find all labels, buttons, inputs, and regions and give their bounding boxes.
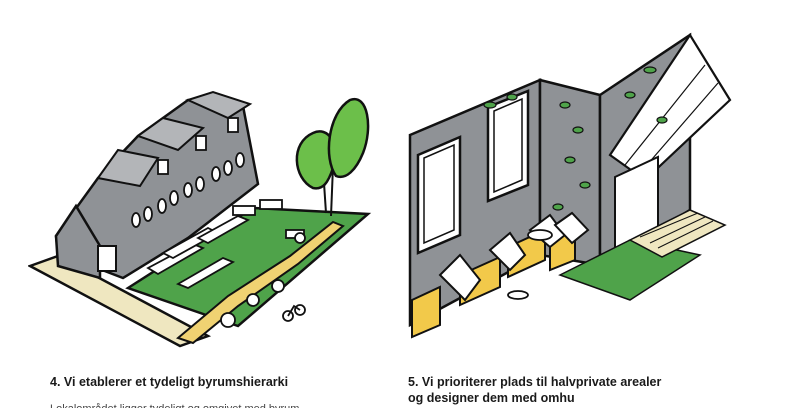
tree-crown-2 [327, 97, 370, 179]
body-text-partial: Lokalområdet ligger tydeligt og omgivet … [50, 403, 300, 415]
yellow-path [175, 220, 345, 345]
roof-2 [135, 116, 206, 152]
caption-right: 5. Vi prioriterer plads til halvprivate … [408, 374, 661, 406]
caption-left: 4. Vi etablerer et tydeligt byrumshierar… [50, 375, 289, 389]
window-left [416, 135, 462, 255]
seating [232, 199, 305, 239]
roof-3 [185, 90, 253, 120]
bicycle-icon [282, 304, 306, 322]
row-houses-illustration [28, 90, 372, 348]
steps [628, 209, 727, 258]
shrubs [220, 232, 306, 328]
roof-1 [96, 148, 160, 188]
front-door [97, 245, 117, 272]
caption-right-line-1: 5. Vi prioriterer plads til halvprivate … [408, 375, 662, 389]
climbing-plants [483, 66, 668, 211]
terrace-stripes [146, 215, 251, 289]
table [507, 229, 553, 300]
windows [131, 117, 245, 228]
street-strip [28, 254, 212, 348]
caption-right-line-2: og designer dem med omhu [408, 391, 575, 405]
tree-crown-1 [295, 130, 337, 190]
courtyard-illustration [408, 32, 732, 339]
